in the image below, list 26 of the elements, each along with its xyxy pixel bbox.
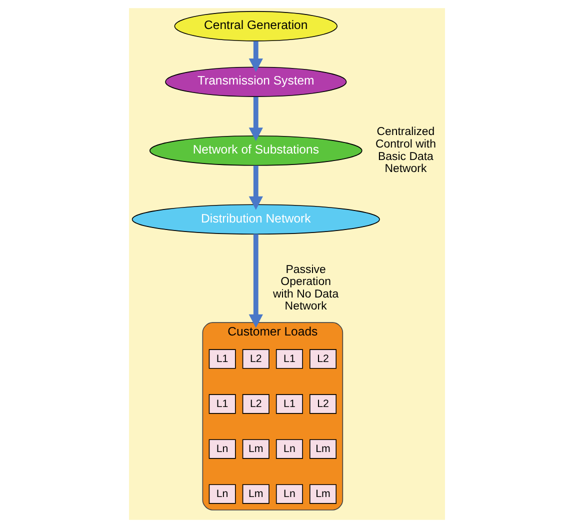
arrow [248,234,263,328]
node-box: Ln [208,439,236,459]
node-box: Lm [310,439,337,459]
node-ellipse: Network of Substations [149,135,362,166]
node-box: Lm [242,439,270,459]
arrow [248,41,263,72]
node-box: Lm [242,484,270,504]
node-box: L1 [208,349,236,369]
node-box: L1 [276,349,303,369]
node-box: Ln [276,484,303,504]
arrow [248,166,263,210]
node-box: L2 [242,349,270,369]
arrow [248,96,263,142]
node-box: L2 [310,394,337,414]
node-box: L1 [208,394,236,414]
node-ellipse: Central Generation [174,11,338,42]
node-box: L1 [276,394,303,414]
node-box: Ln [276,439,303,459]
node-box: Ln [208,484,236,504]
label: Passive Operation with No Data Network [273,264,339,313]
node-box: L2 [310,349,337,369]
node-box: Lm [310,484,337,504]
node-ellipse: Transmission System [165,66,347,97]
label: Centralized Control with Basic Data Network [375,126,436,176]
node-box: L2 [242,394,270,414]
node-ellipse: Distribution Network [132,204,380,235]
